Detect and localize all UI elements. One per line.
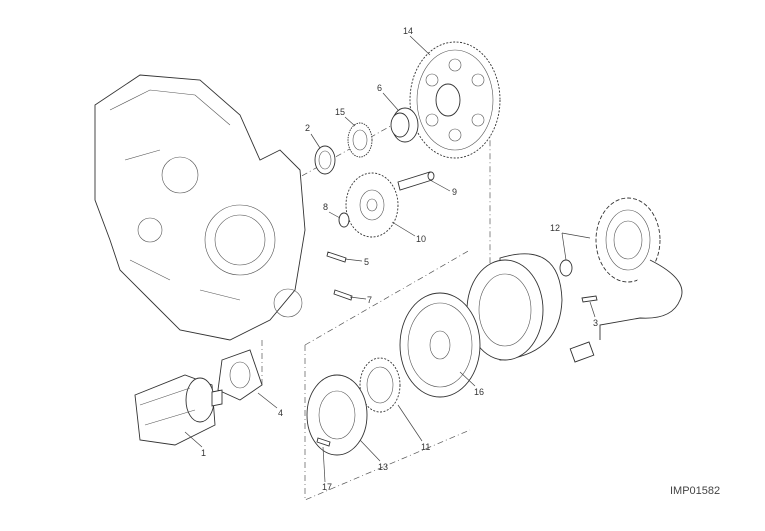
freewheel-11 xyxy=(359,357,401,413)
callout-4: 4 xyxy=(278,408,283,418)
washer-8 xyxy=(338,212,350,228)
rotor-cover xyxy=(466,253,563,361)
callout-5: 5 xyxy=(364,257,369,267)
callout-7: 7 xyxy=(367,295,372,305)
assembly-guide-lines xyxy=(261,69,491,501)
callout-8: 8 xyxy=(323,202,328,212)
callout-14: 14 xyxy=(403,26,413,36)
flywheel-16 xyxy=(399,292,481,398)
callout-12: 12 xyxy=(550,223,560,233)
crankcase-half xyxy=(94,74,306,341)
stator-washer xyxy=(559,259,573,277)
intermediate-gear-10 xyxy=(345,172,399,238)
starter-gear-14 xyxy=(409,41,501,159)
leader-lines xyxy=(184,35,596,483)
screw-17 xyxy=(316,437,331,447)
callout-10: 10 xyxy=(416,234,426,244)
callout-2: 2 xyxy=(305,123,310,133)
callout-9: 9 xyxy=(452,187,457,197)
callout-16: 16 xyxy=(474,387,484,397)
callout-1: 1 xyxy=(201,448,206,458)
stator-12 xyxy=(569,197,683,363)
callout-13: 13 xyxy=(378,462,388,472)
callout-11: 11 xyxy=(421,442,430,452)
drawing-code: IMP01582 xyxy=(670,485,720,497)
screw-7 xyxy=(333,289,353,301)
callout-15: 15 xyxy=(335,107,345,117)
gasket-4 xyxy=(217,349,263,401)
callout-17: 17 xyxy=(322,482,332,492)
callout-labels: 14 15 6 2 9 8 10 5 7 12 3 4 1 16 11 13 1… xyxy=(201,26,598,492)
shaft-9 xyxy=(397,171,435,191)
needle-bearing-15 xyxy=(347,122,373,158)
screw-3 xyxy=(581,295,598,303)
callout-3: 3 xyxy=(593,318,598,328)
plate-13 xyxy=(306,374,368,456)
callout-6: 6 xyxy=(377,83,382,93)
screw-5 xyxy=(326,251,347,263)
starter-motor-1 xyxy=(134,374,223,446)
bushing-6 xyxy=(390,107,419,143)
washer-2 xyxy=(314,145,336,175)
